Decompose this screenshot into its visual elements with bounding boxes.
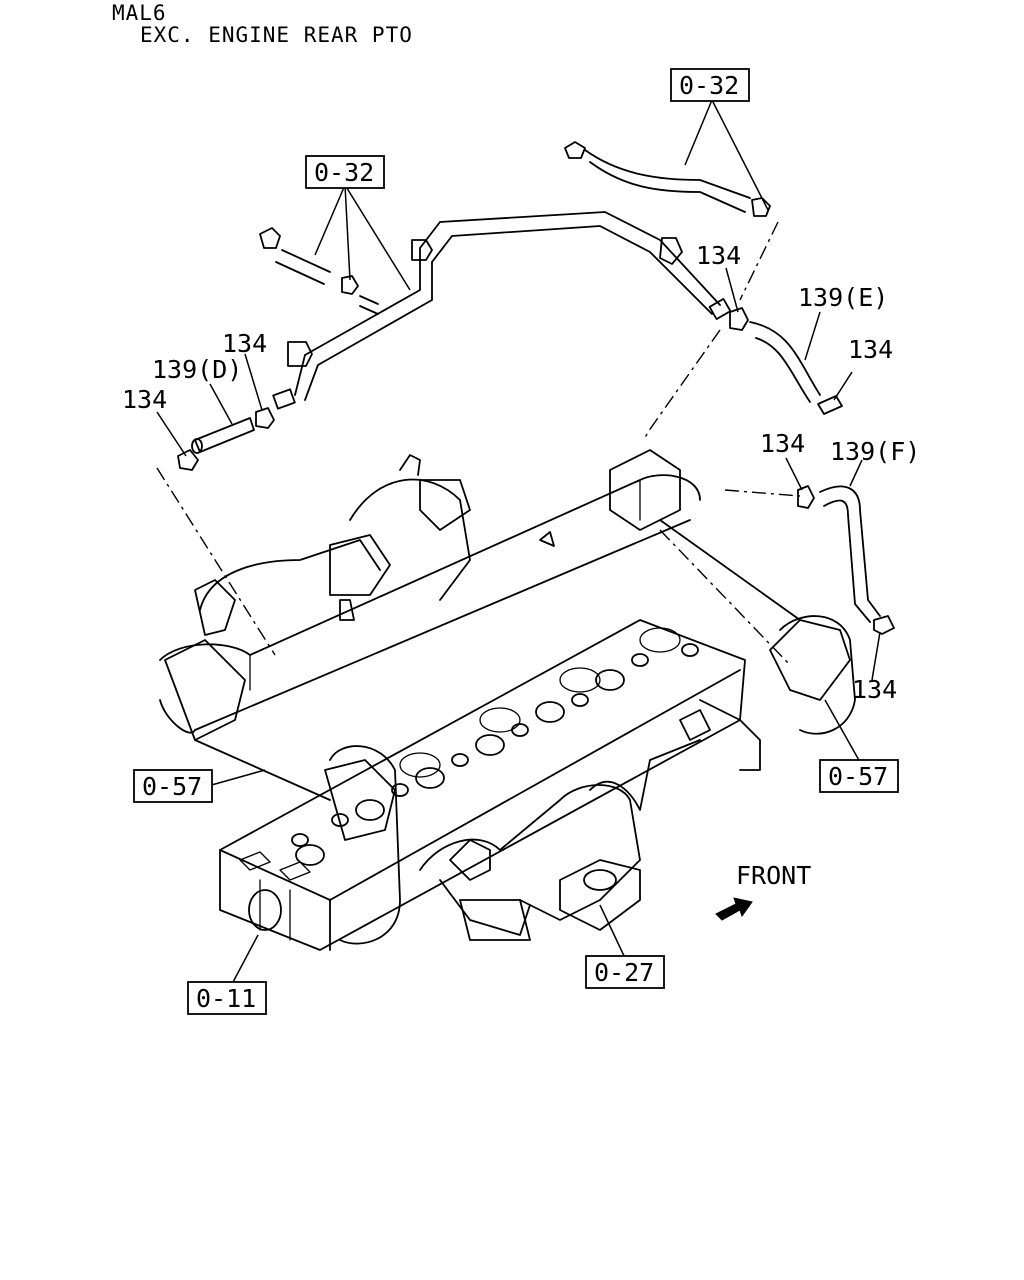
part-134-e-label[interactable]: 134 <box>760 429 805 458</box>
leader-139e <box>804 311 821 361</box>
svg-text:0-32: 0-32 <box>314 158 374 187</box>
leader-057-left <box>207 769 266 787</box>
callout-011[interactable]: 0-11 <box>187 981 267 1015</box>
leader-134-c <box>725 267 739 313</box>
model-code: MAL6 <box>112 1 167 25</box>
part-134-b-label[interactable]: 134 <box>222 329 267 358</box>
pipe-upper-left <box>259 211 732 410</box>
leader-134-d <box>833 371 853 401</box>
front-label: FRONT <box>736 861 811 890</box>
hose-139d <box>177 407 275 471</box>
part-139f-label[interactable]: 139(F) <box>830 437 920 466</box>
leader-032-top <box>684 99 769 211</box>
leader-011 <box>231 934 259 985</box>
svg-text:0-11: 0-11 <box>196 984 256 1013</box>
leader-134-b <box>244 353 263 411</box>
svg-text:0-57: 0-57 <box>142 772 202 801</box>
svg-text:0-57: 0-57 <box>828 762 888 791</box>
leader-057-right <box>824 699 861 763</box>
leader-032-left <box>314 184 411 291</box>
callout-032-top[interactable]: 0-32 <box>670 68 750 102</box>
egr-cooler <box>159 449 701 741</box>
leader-134-a <box>156 411 187 457</box>
hose-139e <box>729 307 843 415</box>
leader-134-e <box>785 457 803 491</box>
leader-134-f <box>871 631 881 681</box>
callout-032-left[interactable]: 0-32 <box>305 155 385 189</box>
pipe-upper-right <box>564 141 771 217</box>
svg-text:0-27: 0-27 <box>594 958 654 987</box>
part-134-a-label[interactable]: 134 <box>122 385 167 414</box>
leader-139d <box>209 383 233 425</box>
leader-027 <box>599 904 626 959</box>
svg-text:0-32: 0-32 <box>679 71 739 100</box>
part-139d-label[interactable]: 139(D) <box>152 355 242 384</box>
leader-139f <box>849 459 863 487</box>
callout-057-right[interactable]: 0-57 <box>819 759 899 793</box>
part-134-c-label[interactable]: 134 <box>696 241 741 270</box>
front-arrow-icon <box>715 897 753 921</box>
condition-text: EXC. ENGINE REAR PTO <box>140 23 413 47</box>
part-134-f-label[interactable]: 134 <box>852 675 897 704</box>
hose-139f <box>797 485 895 635</box>
front-arrow: FRONT <box>715 861 811 921</box>
callout-027[interactable]: 0-27 <box>585 955 665 989</box>
part-134-d-label[interactable]: 134 <box>848 335 893 364</box>
connection-lines <box>156 221 801 666</box>
callout-057-left[interactable]: 0-57 <box>133 769 213 803</box>
part-139e-label[interactable]: 139(E) <box>798 283 888 312</box>
exhaust-manifold <box>419 699 761 941</box>
